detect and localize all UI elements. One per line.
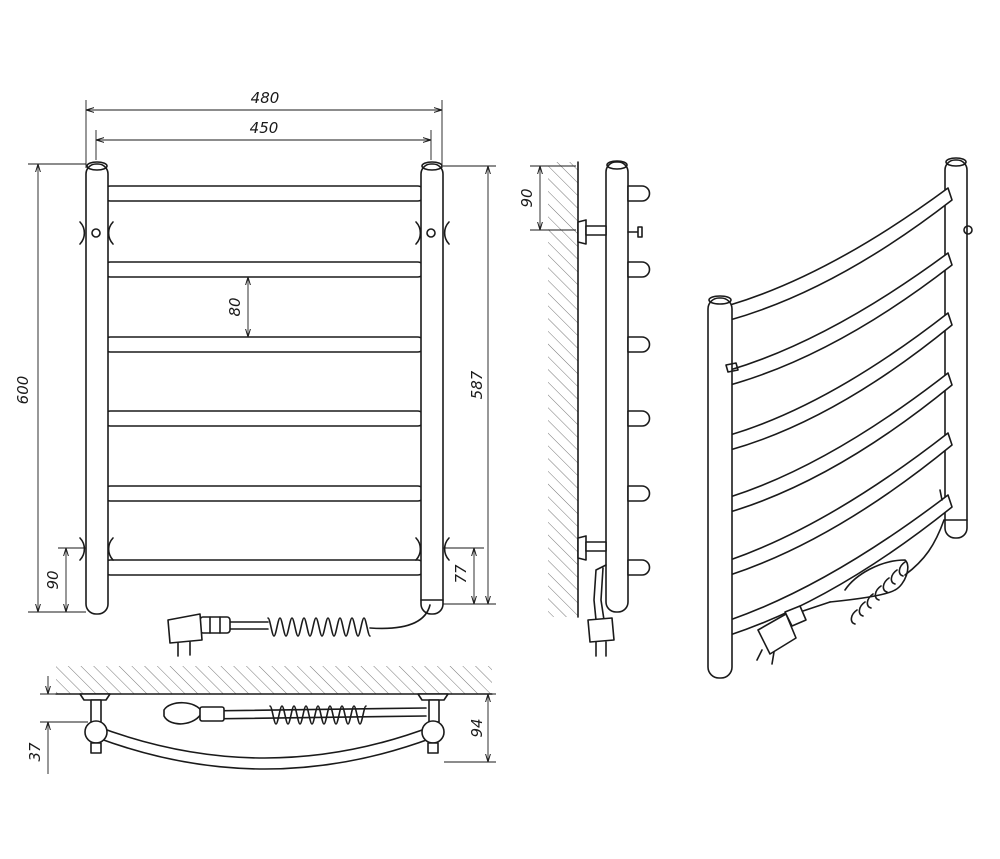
front-dimensions: 480 450 600 587 80 90 77 (14, 89, 496, 613)
dim-bottom-offset-left: 90 (44, 570, 62, 589)
crossbar (102, 261, 426, 278)
front-crossbars (102, 185, 426, 576)
iso-curved-bars (729, 187, 953, 636)
dim-bar-spacing: 80 (226, 297, 244, 316)
plug-icon (757, 613, 797, 655)
wall-section-top (56, 666, 492, 694)
crossbar (102, 559, 426, 576)
left-post (79, 161, 114, 615)
isometric-view (707, 157, 973, 679)
dim-side-top-offset: 90 (518, 188, 536, 207)
crossbar (102, 185, 426, 202)
crossbar (102, 485, 426, 502)
plug-icon (587, 617, 615, 643)
dim-center-height: 587 (468, 370, 486, 399)
dim-overall-width: 480 (251, 89, 280, 107)
plug-collar (199, 616, 231, 634)
crossbar (102, 410, 426, 427)
dim-center-width: 450 (250, 119, 279, 137)
side-view: 90 (518, 160, 651, 657)
wall-section (548, 162, 578, 617)
crossbar (102, 336, 426, 353)
plug-icon (163, 701, 203, 725)
top-view: 37 94 (26, 666, 496, 774)
dim-overall-height: 600 (14, 376, 32, 405)
power-cord-front (167, 604, 431, 657)
dim-bottom-depth: 37 (26, 742, 44, 762)
dim-bottom-offset-right: 77 (452, 564, 470, 584)
side-bar-ends (627, 185, 651, 576)
right-post (415, 161, 450, 615)
plug-icon (167, 613, 203, 644)
front-view: 480 450 600 587 80 90 77 (14, 89, 496, 657)
dim-wall-depth: 94 (468, 718, 486, 737)
